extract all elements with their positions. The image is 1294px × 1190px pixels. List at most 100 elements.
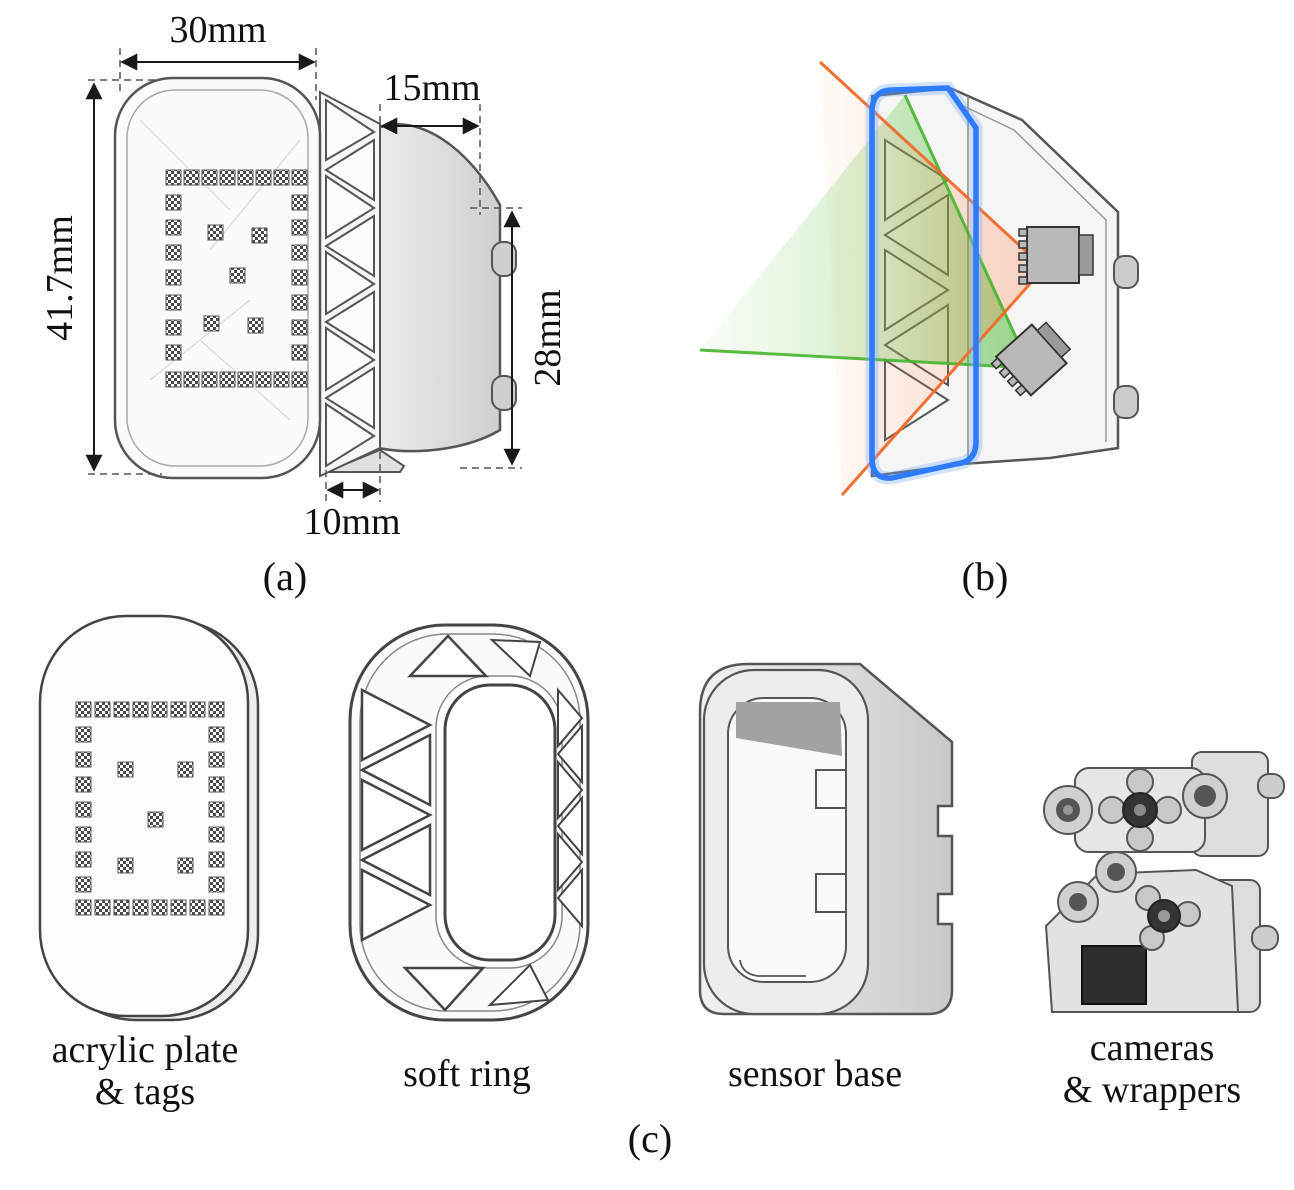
lattice-triangle	[556, 723, 583, 785]
tag	[113, 899, 130, 916]
tag	[291, 194, 308, 211]
camera-tooth	[1018, 252, 1028, 261]
tag	[208, 851, 225, 868]
fov-orange-edges	[818, 60, 1046, 496]
tag	[255, 371, 272, 388]
tag	[208, 826, 225, 843]
lattice-triangle	[324, 214, 375, 278]
tag	[291, 344, 308, 361]
plate-facet	[139, 119, 301, 421]
tag	[189, 701, 206, 718]
panel-c-label: (c)	[628, 1116, 672, 1161]
ext-line	[379, 104, 481, 215]
camera-lower	[990, 321, 1072, 397]
tag	[251, 227, 268, 244]
dim-depth-label: 15mm	[383, 67, 480, 109]
housing-inner-line	[954, 101, 1107, 442]
lattice-triangle	[487, 963, 550, 1007]
tag	[170, 701, 187, 718]
housing-bump-bottom	[1113, 385, 1139, 419]
tag	[151, 899, 168, 916]
tag	[208, 726, 225, 743]
tag	[75, 701, 92, 718]
tag	[151, 701, 168, 718]
lattice-triangle	[402, 966, 486, 1012]
label-acrylic-plate-line2: & tags	[95, 1071, 195, 1113]
lattice-triangle	[325, 174, 376, 240]
camera-back	[1036, 321, 1072, 359]
camera-tooth	[998, 366, 1012, 379]
tag	[165, 169, 182, 186]
tag	[201, 169, 218, 186]
tag	[208, 776, 225, 793]
tag	[183, 169, 200, 186]
tag	[291, 294, 308, 311]
wrapper-lobe	[1126, 768, 1154, 796]
ext-line	[460, 207, 522, 469]
lattice-triangle	[325, 326, 376, 392]
sensor-base-drawing	[698, 662, 954, 1016]
camera-window	[1081, 945, 1147, 1005]
lattice-triangle	[359, 732, 432, 808]
acrylic-plate-front	[113, 76, 322, 480]
lattice-triangle	[360, 867, 433, 943]
tag	[75, 876, 92, 893]
tag	[165, 219, 182, 236]
tag	[165, 269, 182, 286]
lens	[1069, 893, 1087, 911]
tag	[203, 315, 220, 332]
label-cameras-line1: cameras	[1090, 1027, 1214, 1069]
camera-back	[1078, 234, 1094, 276]
tag	[75, 851, 92, 868]
camera-unit-top	[1043, 751, 1285, 857]
tag	[183, 371, 200, 388]
dim-back-height: 28mm	[460, 207, 569, 469]
camera-unit-bottom	[1044, 851, 1279, 1013]
connector-bump	[1257, 773, 1285, 799]
camera-body	[1026, 226, 1080, 284]
camera-tooth	[1014, 383, 1028, 397]
tag	[208, 899, 225, 916]
cameras-wrappers-drawing	[1043, 751, 1285, 1013]
lens	[1107, 863, 1125, 881]
lattice-triangle	[359, 822, 432, 898]
panel-a-sensor-dimension-view: 30mm 15mm 41.7mm 28mm 10mm (a)	[39, 9, 569, 599]
panel-b-label: (b)	[962, 554, 1009, 599]
soft-ring-drawing	[348, 623, 590, 1022]
tag	[291, 269, 308, 286]
lattice-triangle	[407, 634, 489, 678]
dim-ring-depth: 10mm	[303, 452, 401, 543]
plate-body	[113, 76, 322, 480]
lattice-triangle	[360, 687, 433, 763]
base-inner-bottom	[739, 959, 806, 977]
tag	[291, 319, 308, 336]
tag	[94, 701, 111, 718]
tag	[219, 169, 236, 186]
tag	[165, 294, 182, 311]
tag	[75, 776, 92, 793]
camera-tooth	[1006, 374, 1020, 388]
lattice-triangle	[324, 366, 375, 430]
tag-array	[165, 169, 308, 388]
tag	[177, 857, 194, 874]
lattice-triangle	[557, 759, 584, 821]
tag	[208, 751, 225, 768]
lattice-triangle	[557, 831, 584, 893]
tag	[117, 761, 134, 778]
tag	[75, 751, 92, 768]
lens	[1194, 785, 1216, 807]
tag	[94, 899, 111, 916]
tag-array	[75, 701, 225, 916]
panel-b-section-view: (b)	[699, 60, 1139, 599]
lattice-triangle	[324, 138, 375, 202]
tag	[291, 371, 308, 388]
ring-lattice	[359, 634, 584, 1012]
dim-back-height-label: 28mm	[527, 289, 569, 386]
acrylic-plate-drawing	[38, 614, 260, 1022]
tag	[255, 169, 272, 186]
tag	[291, 169, 308, 186]
lattice-triangle	[556, 867, 583, 929]
plate-bevel	[126, 89, 309, 467]
